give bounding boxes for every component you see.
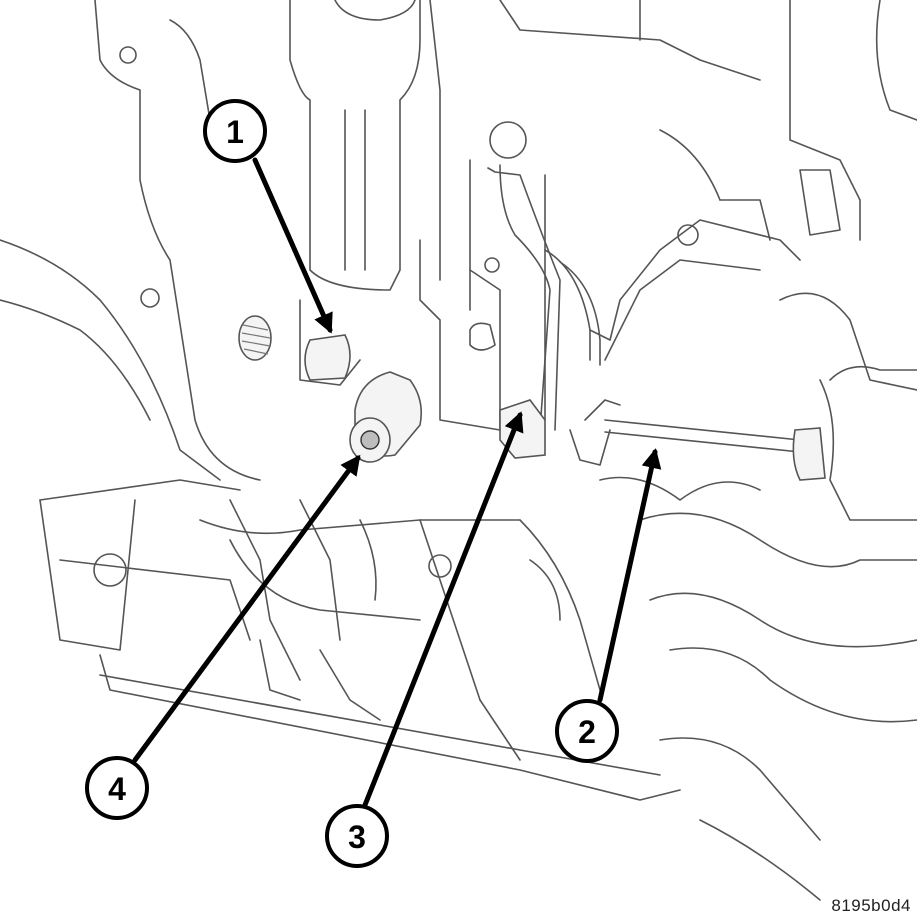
callout-3: 3	[325, 804, 389, 868]
callout-label-1: 1	[226, 114, 244, 150]
engine-line-art	[0, 0, 917, 901]
callout-4: 4	[85, 756, 149, 820]
callout-1: 1	[203, 99, 267, 163]
leader-4	[132, 454, 361, 763]
callout-leaders	[132, 157, 662, 808]
leader-1	[252, 157, 333, 334]
callout-2: 2	[555, 699, 619, 763]
callout-label-3: 3	[348, 819, 366, 855]
leader-3	[362, 411, 524, 808]
callout-label-4: 4	[108, 771, 126, 807]
figure-reference-code: 8195b0d4	[831, 896, 911, 915]
callout-label-2: 2	[578, 714, 596, 750]
leader-2	[597, 448, 662, 703]
